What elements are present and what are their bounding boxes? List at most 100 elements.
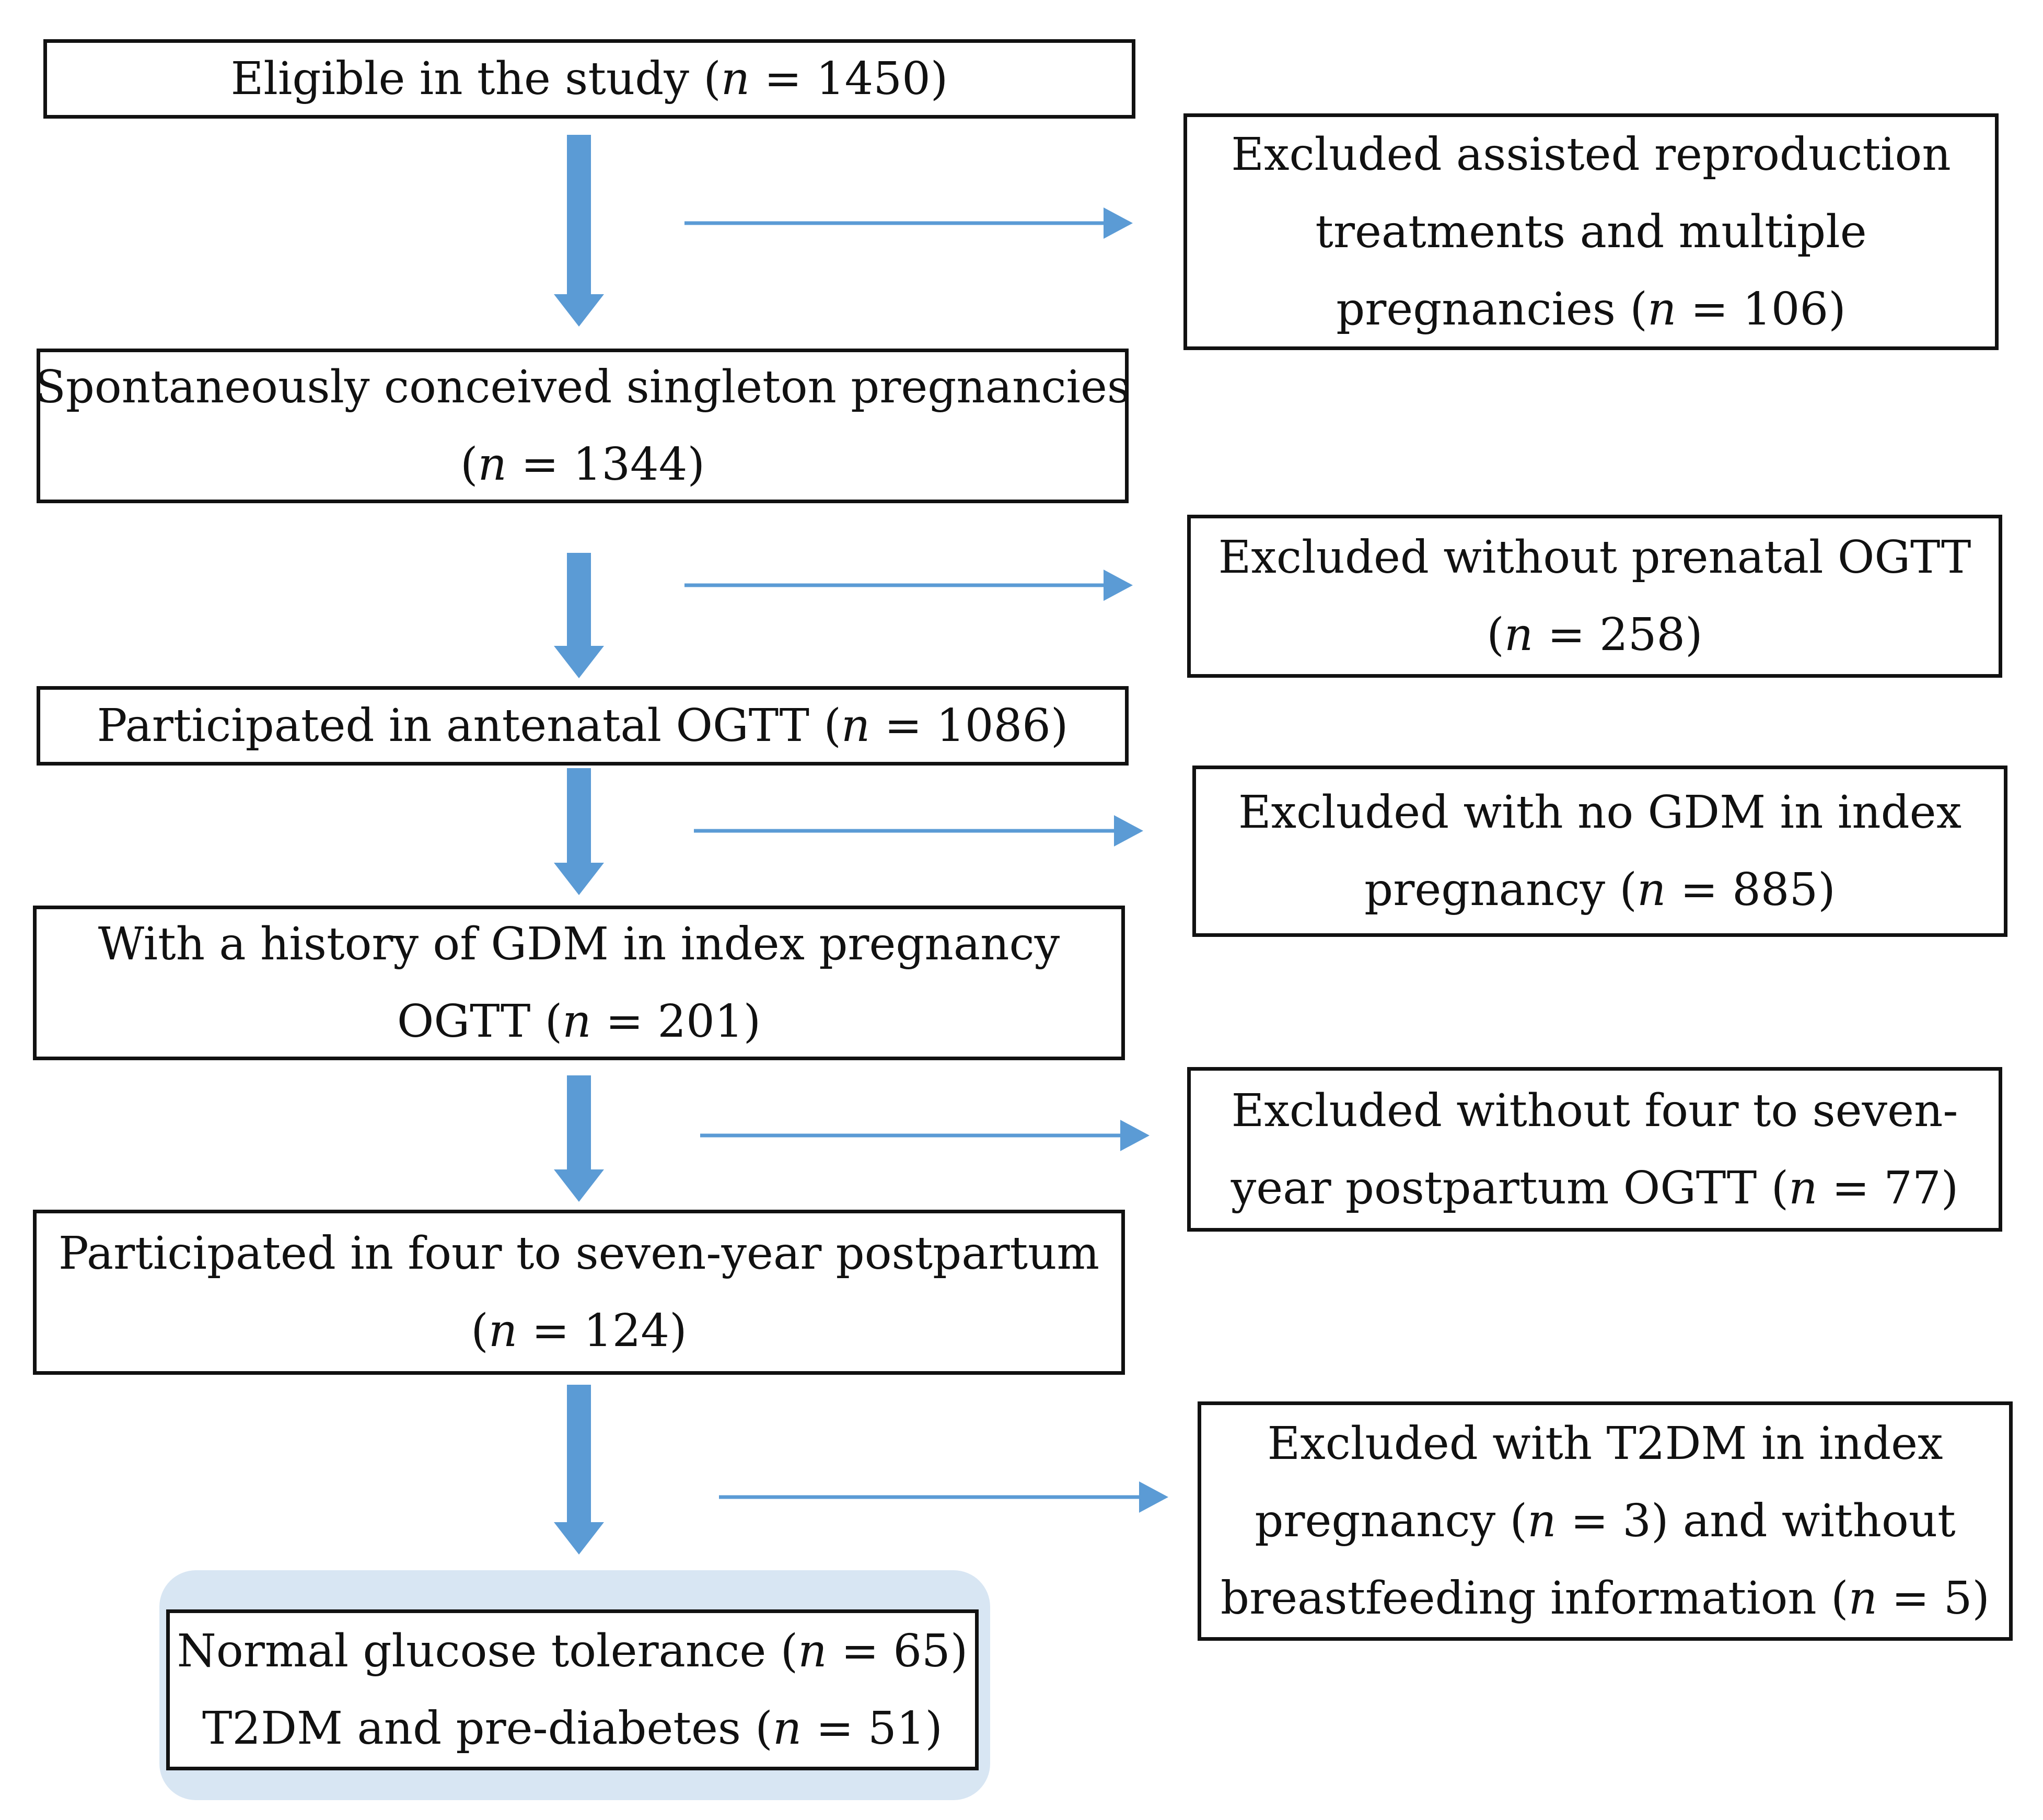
equals-sign: = (591, 995, 658, 1048)
down-arrow-2 (554, 553, 604, 678)
equals-sign: = (1666, 864, 1733, 916)
box-text-line: With a history of GDM in index pregnancy (98, 906, 1060, 983)
box-text: pregnancies ( (1336, 283, 1647, 335)
box-text-line: (n = 124) (471, 1292, 687, 1370)
box-text: Excluded without prenatal OGTT (1218, 531, 1971, 584)
box-text: Spontaneously conceived singleton pregna… (34, 361, 1131, 413)
box-text-tail: ) (1050, 700, 1069, 752)
equals-sign: = (750, 53, 816, 105)
right-arrow-2 (684, 570, 1133, 601)
box-text: T2DM and pre-diabetes ( (202, 1702, 773, 1755)
n-symbol: n (1527, 1495, 1557, 1547)
box-text-line: Spontaneously conceived singleton pregna… (35, 349, 1130, 426)
box-text-line: breastfeeding information (n = 5) (1221, 1560, 1990, 1637)
equals-sign: = (1676, 283, 1743, 335)
n-symbol: n (1647, 283, 1677, 335)
n-symbol: n (562, 995, 591, 1048)
box-text: treatments and multiple (1315, 205, 1867, 258)
count-value: 3 (1622, 1495, 1651, 1547)
count-value: 1450 (816, 53, 931, 105)
count-value: 124 (583, 1305, 670, 1357)
n-symbol: n (721, 53, 750, 105)
box-text-tail: ) (743, 995, 761, 1048)
box-text: Participated in four to seven-year postp… (58, 1227, 1100, 1280)
box-text-line: Eligible in the study (n = 1450) (231, 40, 948, 118)
eligible-box: Eligible in the study (n = 1450) (43, 39, 1135, 119)
count-value: 5 (1943, 1572, 1972, 1625)
box-text-tail: ) (1941, 1162, 1959, 1214)
down-arrow-3 (554, 768, 604, 895)
box-text-tail: ) (930, 53, 948, 105)
antenatal-ogtt-box: Participated in antenatal OGTT (n = 1086… (37, 686, 1129, 766)
box-text: Normal glucose tolerance ( (177, 1625, 798, 1677)
excluded-no-gdm-box: Excluded with no GDM in index pregnancy (… (1192, 766, 2007, 937)
box-text: ( (1487, 609, 1504, 661)
n-symbol: n (798, 1625, 827, 1677)
count-value: 1344 (573, 438, 688, 491)
n-symbol: n (1848, 1572, 1877, 1625)
box-text-line: T2DM and pre-diabetes (n = 51) (202, 1690, 943, 1767)
box-text-line: Excluded without prenatal OGTT (1218, 519, 1971, 596)
box-text-tail: ) (950, 1625, 968, 1677)
box-text-line: (n = 1344) (460, 426, 705, 503)
equals-sign: = (506, 438, 573, 491)
down-arrow-1 (554, 135, 604, 327)
count-value: 51 (867, 1702, 925, 1755)
right-arrow-4 (700, 1120, 1150, 1151)
box-text: Excluded with T2DM in index (1267, 1418, 1943, 1470)
equals-sign: = (802, 1702, 868, 1755)
box-text-line: Participated in four to seven-year postp… (59, 1215, 1099, 1292)
count-value: 885 (1732, 864, 1818, 916)
box-text-tail: ) (1972, 1572, 1990, 1625)
count-value: 258 (1599, 609, 1686, 661)
equals-sign: = (1533, 609, 1599, 661)
right-arrow-5 (719, 1481, 1168, 1513)
equals-sign: = (517, 1305, 584, 1357)
box-text-line: treatments and multiple (1315, 193, 1866, 271)
postpartum-box: Participated in four to seven-year postp… (33, 1210, 1125, 1375)
box-text: ( (471, 1305, 489, 1357)
box-text-line: Excluded with T2DM in index (1267, 1405, 1943, 1482)
right-arrow-3 (694, 815, 1143, 847)
equals-sign: = (1556, 1495, 1623, 1547)
box-text: OGTT ( (397, 995, 563, 1048)
box-text-tail: ) (1685, 609, 1703, 661)
down-arrow-5 (554, 1385, 604, 1555)
box-text: Excluded assisted reproduction (1231, 128, 1951, 181)
box-text-tail: ) (687, 438, 705, 491)
box-text: pregnancy ( (1255, 1495, 1528, 1547)
box-text-line: Excluded assisted reproduction (1231, 116, 1951, 193)
box-text-line: OGTT (n = 201) (397, 983, 761, 1060)
box-text-tail: ) (669, 1305, 687, 1357)
box-text: Eligible in the study ( (230, 53, 721, 105)
final-outcome-box: Normal glucose tolerance (n = 65)T2DM an… (166, 1609, 979, 1770)
excluded-no-postpartum-box: Excluded without four to seven-year post… (1187, 1067, 2002, 1232)
box-text-line: pregnancies (n = 106) (1336, 271, 1846, 348)
count-value: 77 (1884, 1162, 1941, 1214)
n-symbol: n (772, 1702, 802, 1755)
count-value: 201 (657, 995, 744, 1048)
equals-sign: = (1817, 1162, 1884, 1214)
box-text-line: Excluded with no GDM in index (1238, 774, 1961, 851)
n-symbol: n (841, 700, 870, 752)
box-text-tail: ) (1828, 283, 1846, 335)
box-text: pregnancy ( (1364, 864, 1637, 916)
box-text-tail: ) (1818, 864, 1836, 916)
box-text: Excluded with no GDM in index (1238, 786, 1962, 839)
spontaneous-pregnancies-box: Spontaneously conceived singleton pregna… (35, 349, 1130, 503)
box-text: With a history of GDM in index pregnancy (98, 918, 1060, 970)
equals-sign: = (827, 1625, 893, 1677)
equals-sign: = (870, 700, 937, 752)
box-text: year postpartum OGTT ( (1231, 1162, 1789, 1214)
box-text-line: (n = 258) (1487, 596, 1702, 674)
box-text: Excluded without four to seven- (1231, 1084, 1958, 1137)
gdm-history-box: With a history of GDM in index pregnancy… (33, 906, 1125, 1060)
excluded-art-box: Excluded assisted reproduction treatments… (1183, 113, 1999, 350)
count-value: 65 (893, 1625, 950, 1677)
box-text-tail: ) (925, 1702, 943, 1755)
n-symbol: n (1636, 864, 1666, 916)
box-text-line: Excluded without four to seven- (1232, 1072, 1958, 1150)
count-value: 1086 (936, 700, 1051, 752)
